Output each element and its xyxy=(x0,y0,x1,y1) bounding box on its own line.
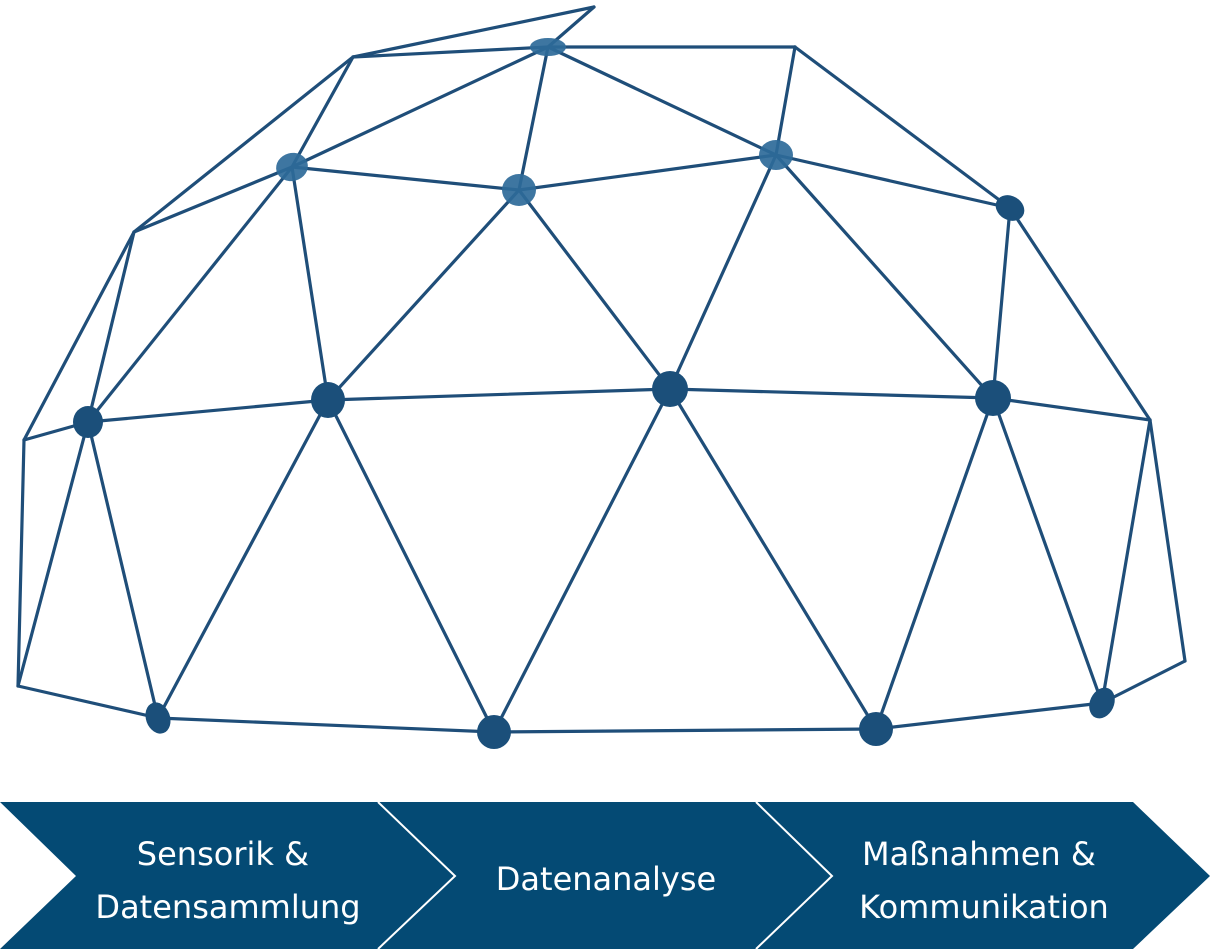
geodesic-dome xyxy=(16,5,1187,749)
dome-node xyxy=(502,174,536,206)
dome-node xyxy=(530,38,566,56)
dome-edge xyxy=(492,387,672,734)
dome-edge xyxy=(991,396,1152,422)
dome-edge xyxy=(86,165,294,424)
process-arrow-bar: Sensorik & Datensammlung Datenanalyse Ma… xyxy=(0,801,1210,949)
dome-edge xyxy=(290,165,521,192)
dome-node xyxy=(73,406,103,438)
process-step-3-chevron xyxy=(756,802,1210,949)
process-step-1-chevron xyxy=(0,802,455,949)
dome-edge xyxy=(517,188,672,391)
dome-edge xyxy=(668,387,878,731)
dome-edge xyxy=(16,684,160,720)
process-step-2-chevron xyxy=(378,802,832,949)
dome-edge xyxy=(86,420,160,720)
dome-edge xyxy=(991,206,1012,400)
dome-edge xyxy=(517,153,778,192)
dome-edge xyxy=(86,398,330,424)
dome-edge xyxy=(326,188,521,402)
dome-edge xyxy=(774,153,1012,210)
dome-edge xyxy=(492,727,878,734)
dome-edge xyxy=(326,387,672,402)
dome-node xyxy=(995,195,1025,221)
dome-edge xyxy=(16,438,26,688)
process-step-2-label: Datenanalyse xyxy=(496,860,716,898)
dome-edge xyxy=(290,165,330,402)
dome-edge xyxy=(1100,418,1152,705)
step-separator-2 xyxy=(755,801,834,949)
dome-node xyxy=(477,715,511,749)
process-step-1-label: Sensorik & Datensammlung xyxy=(95,835,360,926)
dome-node xyxy=(145,702,171,734)
dome-edge xyxy=(793,45,1012,210)
dome-node xyxy=(276,152,308,182)
dome-node xyxy=(859,712,893,746)
dome-edge xyxy=(16,420,90,688)
dome-edge xyxy=(156,716,496,734)
dome-nodes xyxy=(73,38,1115,749)
dome-edge xyxy=(326,398,496,734)
dome-edges xyxy=(16,5,1187,734)
process-step-3-line2: Kommunikation xyxy=(859,888,1109,926)
dome-node xyxy=(975,380,1011,416)
dome-edge xyxy=(351,45,550,59)
dome-edge xyxy=(351,5,596,59)
process-step-1-line2: Datensammlung xyxy=(95,888,360,926)
dome-edge xyxy=(86,230,136,424)
step-separator-1 xyxy=(377,801,457,949)
dome-edge xyxy=(668,153,778,391)
dome-edge xyxy=(1148,418,1187,663)
dome-edge xyxy=(290,45,550,169)
dome-node xyxy=(759,140,793,170)
dome-edge xyxy=(546,45,778,157)
dome-edge xyxy=(874,396,995,731)
process-step-3-line1: Maßnahmen & xyxy=(862,835,1096,873)
dome-edge xyxy=(1100,659,1187,705)
process-step-3-label: Maßnahmen & Kommunikation xyxy=(859,835,1109,926)
dome-edge xyxy=(132,165,294,234)
dome-edge xyxy=(22,230,136,442)
dome-edge xyxy=(517,45,550,192)
dome-node xyxy=(311,382,345,418)
dome-edge xyxy=(156,398,330,720)
dome-node xyxy=(652,371,688,407)
dome-edge xyxy=(874,701,1104,731)
process-step-2-line1: Datenanalyse xyxy=(496,860,716,898)
dome-edge xyxy=(774,153,995,400)
dome-edge xyxy=(290,55,355,169)
dome-edge xyxy=(668,387,995,400)
dome-edge xyxy=(774,45,797,157)
dome-node xyxy=(1089,687,1115,719)
dome-edge xyxy=(132,55,355,234)
dome-edge xyxy=(1008,206,1152,422)
dome-edge xyxy=(991,396,1104,705)
process-step-1-line1: Sensorik & xyxy=(137,835,309,873)
